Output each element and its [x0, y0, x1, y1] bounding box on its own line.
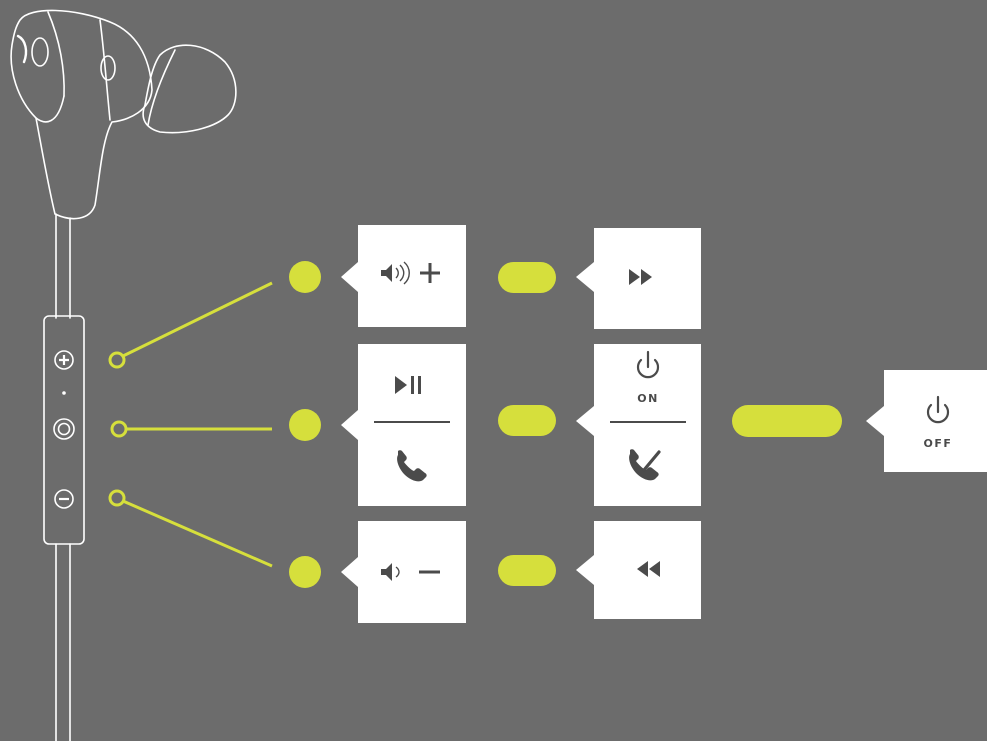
short-press-dot: [289, 261, 321, 293]
card-icons: [381, 261, 950, 581]
action-cards: [341, 225, 987, 623]
speaker-soft-icon: [381, 563, 392, 581]
long-press-pill: [498, 405, 556, 436]
connector-ring-mid: [110, 420, 128, 438]
power-icon: [636, 350, 660, 379]
play-pause-icon: [395, 376, 421, 394]
speaker-soft-wave: [395, 566, 400, 578]
long-press-pill: [498, 262, 556, 293]
connector-ring-down: [108, 489, 126, 507]
connector-lines: [108, 281, 273, 568]
short-press-dot: [289, 409, 321, 441]
cable-upper: [55, 213, 71, 319]
remote-minus-button[interactable]: [54, 489, 74, 509]
power-icon: [926, 395, 950, 424]
plus-icon: [59, 355, 69, 365]
remote-plus-button[interactable]: [54, 350, 74, 370]
end-call-icon: [629, 449, 661, 481]
card-volume-up: [358, 225, 466, 327]
plus-icon: [420, 263, 440, 283]
card-play-call: [358, 344, 466, 506]
cable-lower: [55, 543, 71, 741]
short-press-dot: [289, 556, 321, 588]
extra-long-press-pill: [732, 405, 842, 437]
card-power-on-reject: [594, 344, 701, 506]
long-press-pill: [498, 555, 556, 586]
remote-body: [43, 315, 85, 545]
earphone-illustration: [10, 9, 237, 741]
connector-line-down: [122, 499, 273, 568]
ear-tip: [142, 44, 237, 134]
microphone-icon: [57, 422, 71, 436]
connector-ring-up: [108, 351, 126, 369]
phone-icon: [397, 450, 427, 482]
remote-microphone: [53, 418, 75, 440]
power-on-label: ON: [637, 392, 659, 405]
speaker-loud-icon: [381, 264, 392, 282]
press-indicators: [289, 261, 842, 588]
speaker-waves: [395, 261, 410, 285]
earbud-body: [10, 9, 153, 220]
power-off-label: OFF: [923, 437, 953, 450]
card-volume-down: [358, 521, 466, 623]
connector-line-up: [122, 281, 273, 358]
remote-dot: [62, 391, 66, 395]
fast-forward-icon: [629, 269, 652, 285]
rewind-icon: [637, 561, 660, 577]
